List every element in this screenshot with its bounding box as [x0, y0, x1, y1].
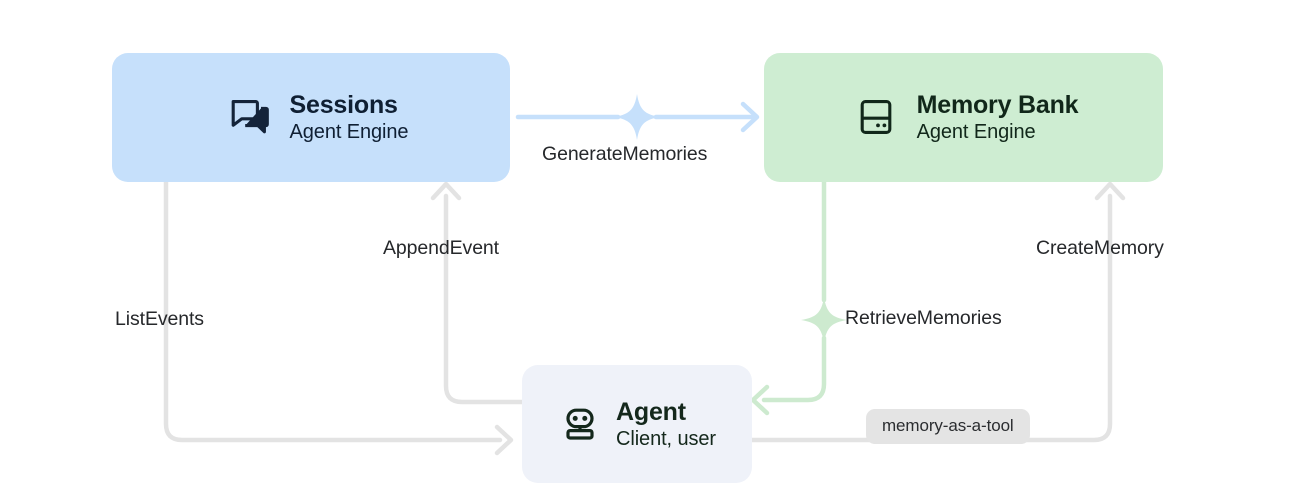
robot-icon: [566, 408, 594, 440]
badge-memory-as-a-tool: memory-as-a-tool: [866, 409, 1030, 444]
edge-retrieve-memories: [750, 179, 847, 416]
sparkle-icon: [801, 297, 847, 343]
node-agent-title: Agent: [616, 397, 686, 426]
node-sessions[interactable]: Sessions Agent Engine: [112, 53, 510, 182]
database-storage-icon: [860, 100, 891, 135]
node-sessions-subtitle: Agent Engine: [289, 121, 409, 144]
node-memory-bank[interactable]: Memory Bank Agent Engine: [764, 53, 1163, 182]
sparkle-icon: [614, 94, 660, 140]
chat-bubbles-icon: [231, 100, 269, 134]
retrieve-memories-arrowhead: [750, 384, 770, 416]
list-events-path: [163, 179, 503, 443]
create-memory-path: [749, 193, 1113, 443]
append-event-arrowhead: [430, 181, 462, 201]
edge-label-create-memory: CreateMemory: [1036, 237, 1164, 259]
edge-list-events: [163, 179, 514, 456]
node-memory-bank-title: Memory Bank: [916, 91, 1079, 120]
edge-label-retrieve-memories: RetrieveMemories: [845, 307, 1002, 329]
list-events-arrowhead: [494, 424, 514, 456]
edge-create-memory: [749, 181, 1126, 443]
node-memory-bank-subtitle: Agent Engine: [916, 121, 1036, 144]
append-event-path: [443, 193, 525, 405]
edge-label-append-event: AppendEvent: [383, 237, 499, 259]
edge-label-generate-memories: GenerateMemories: [542, 143, 708, 165]
node-agent[interactable]: Agent Client, user: [522, 365, 752, 483]
generate-memories-arrowhead: [740, 101, 760, 133]
node-sessions-title: Sessions: [289, 91, 398, 120]
retrieve-memories-path-lower: [761, 335, 827, 403]
node-agent-subtitle: Client, user: [616, 427, 716, 450]
create-memory-arrowhead: [1094, 181, 1126, 201]
edge-generate-memories: [515, 94, 760, 140]
edge-label-list-events: ListEvents: [115, 308, 204, 330]
edge-append-event: [430, 181, 525, 405]
